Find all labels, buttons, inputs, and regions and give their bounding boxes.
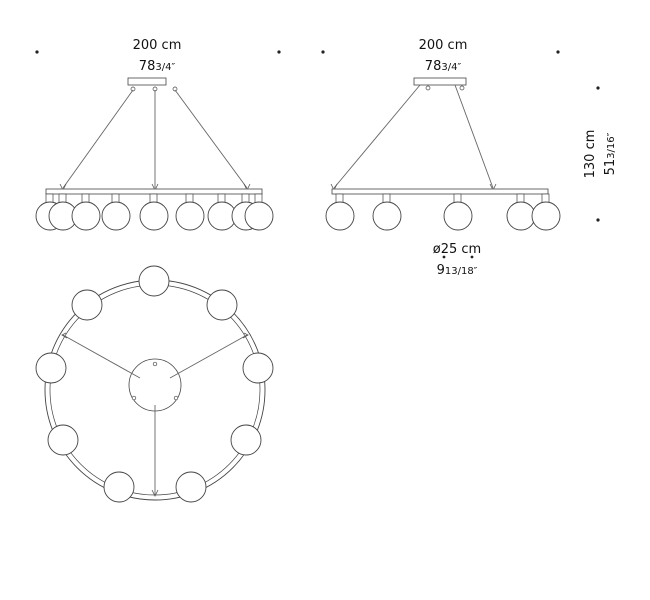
globe-light bbox=[242, 352, 274, 384]
side-width-metric-label: 200 cm bbox=[419, 38, 468, 53]
canopy-screw bbox=[130, 86, 136, 92]
height-marker-bottom bbox=[596, 218, 600, 222]
globe-light bbox=[325, 201, 355, 231]
globe-light bbox=[101, 201, 131, 231]
height-imperial-label: 513/16″ bbox=[603, 132, 618, 175]
side-ceiling-canopy bbox=[413, 77, 467, 86]
side-width-marker-right bbox=[556, 50, 560, 54]
plan-ceiling-canopy bbox=[128, 358, 182, 412]
globe-diameter-marker-left bbox=[442, 255, 446, 259]
front-width-metric-label: 200 cm bbox=[133, 38, 182, 53]
rod-arrow bbox=[151, 489, 159, 497]
canopy-screw bbox=[172, 86, 178, 92]
globe-light bbox=[443, 201, 473, 231]
globe-diameter-metric-label: ø25 cm bbox=[433, 242, 481, 257]
front-width-imperial-label: 783/4″ bbox=[139, 59, 176, 74]
rod-arrow bbox=[242, 332, 249, 339]
globe-light bbox=[372, 201, 402, 231]
rod-arrow bbox=[61, 332, 68, 339]
globe-light bbox=[175, 471, 207, 503]
globe-light bbox=[103, 471, 135, 503]
globe-light bbox=[71, 201, 101, 231]
plan-rod-left bbox=[62, 334, 141, 379]
canopy-screw bbox=[152, 361, 158, 367]
side-width-marker-left bbox=[321, 50, 325, 54]
globe-light bbox=[506, 201, 536, 231]
globe-diameter-imperial-label: 913/18″ bbox=[437, 263, 478, 278]
plan-rod-right bbox=[169, 334, 248, 379]
height-marker-top bbox=[596, 86, 600, 90]
globe-light bbox=[230, 424, 262, 456]
canopy-screw bbox=[173, 395, 179, 401]
front-width-marker-left bbox=[35, 50, 39, 54]
front-suspension-rod-left bbox=[62, 89, 134, 189]
globe-light bbox=[139, 201, 169, 231]
globe-light bbox=[531, 201, 561, 231]
globe-light bbox=[35, 352, 67, 384]
globe-light bbox=[244, 201, 274, 231]
canopy-screw bbox=[459, 85, 465, 91]
height-metric-label: 130 cm bbox=[583, 130, 598, 179]
side-elevation-view: 200 cm 783/4″ ø25 cm 913/18″ bbox=[321, 38, 618, 278]
plan-globe-ring bbox=[35, 265, 274, 503]
globe-light bbox=[71, 289, 103, 321]
side-width-imperial-label: 783/4″ bbox=[425, 59, 462, 74]
front-width-marker-right bbox=[277, 50, 281, 54]
side-ring-bar bbox=[331, 188, 549, 195]
plan-view bbox=[35, 265, 274, 503]
canopy-screw bbox=[425, 85, 431, 91]
canopy-screw bbox=[131, 395, 137, 401]
globe-diameter-marker-right bbox=[470, 255, 474, 259]
front-suspension-rod-right bbox=[174, 89, 248, 189]
globe-light bbox=[47, 424, 79, 456]
front-globe-row bbox=[35, 193, 274, 231]
globe-light bbox=[206, 289, 238, 321]
side-suspension-rod-right bbox=[454, 84, 494, 189]
side-suspension-rod-left bbox=[333, 84, 421, 189]
globe-light bbox=[138, 265, 170, 297]
front-ceiling-canopy bbox=[127, 77, 167, 86]
side-globe-row bbox=[325, 193, 561, 231]
front-elevation-view: 200 cm 783/4″ bbox=[35, 38, 281, 231]
front-ring-bar bbox=[45, 188, 263, 195]
globe-light bbox=[175, 201, 205, 231]
